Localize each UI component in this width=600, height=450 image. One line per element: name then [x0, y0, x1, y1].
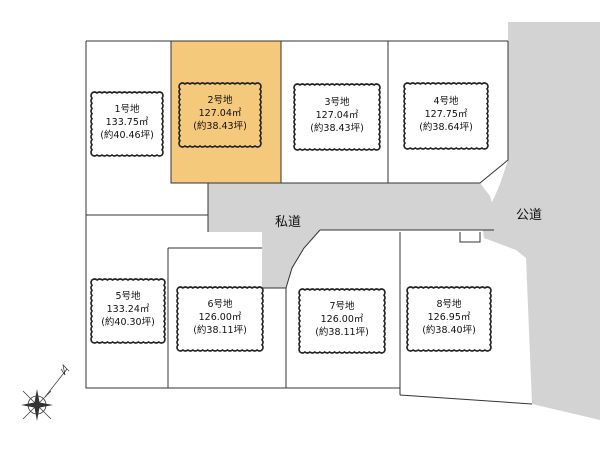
lot-label-1: 1号地 133.75㎡(約40.46坪) — [90, 91, 164, 157]
lot-label-outline — [176, 286, 264, 352]
lot-name: 3号地 — [324, 96, 350, 108]
lot-label-outline — [298, 288, 386, 354]
private-road-label: 私道 — [275, 215, 301, 230]
lot-label-outline — [178, 82, 262, 148]
lot-area: 133.24㎡ — [107, 304, 150, 315]
lot-label-7: 7号地 126.00㎡(約38.11坪) — [298, 288, 386, 354]
lot-tsubo: (約40.46坪) — [100, 129, 154, 141]
lot-label-5: 5号地 133.24㎡(約40.30坪) — [90, 278, 166, 344]
lot-name: 6号地 — [207, 298, 233, 310]
lot-boundaries — [85, 40, 533, 405]
lot-tsubo: (約40.30坪) — [101, 316, 155, 328]
lot-area: 126.95㎡ — [428, 312, 471, 323]
lot-label-4: 4号地 127.75㎡(約38.64坪) — [403, 82, 489, 150]
lot-tsubo: (約38.11坪) — [193, 324, 247, 336]
lot-name: 2号地 — [207, 94, 233, 106]
lot-name: 8号地 — [436, 298, 462, 310]
lot-area: 133.75㎡ — [106, 117, 149, 128]
lot-area: 127.04㎡ — [316, 110, 359, 121]
public-road — [482, 22, 600, 420]
lot-area: 126.00㎡ — [199, 312, 242, 323]
lot-label-3: 3号地 127.04㎡(約38.43坪) — [293, 83, 381, 151]
lot-tsubo: (約38.43坪) — [310, 122, 364, 134]
private-road — [208, 183, 494, 288]
lot-area: 127.04㎡ — [199, 108, 242, 119]
lot-label-outline — [293, 83, 381, 151]
lot-label-8: 8号地 126.95㎡(約38.40坪) — [406, 286, 492, 352]
lot-name: 7号地 — [329, 300, 355, 312]
lot-area: 126.00㎡ — [321, 314, 364, 325]
public-road-label: 公道 — [516, 208, 542, 223]
lot-tsubo: (約38.11坪) — [315, 326, 369, 338]
lot-label-outline — [90, 278, 166, 344]
lot-label-outline — [403, 82, 489, 150]
lot-tsubo: (約38.43坪) — [193, 120, 247, 132]
lot-name: 1号地 — [114, 103, 140, 115]
lot-area: 127.75㎡ — [425, 109, 468, 120]
lot-name: 4号地 — [433, 95, 459, 107]
north-arrow-icon — [21, 363, 70, 421]
lot-label-2: 2号地 127.04㎡(約38.43坪) — [178, 82, 262, 148]
lot-label-outline — [406, 286, 492, 352]
lot-name: 5号地 — [115, 290, 141, 302]
lot-label-outline — [90, 91, 164, 157]
lot-tsubo: (約38.64坪) — [419, 121, 473, 133]
lot-tsubo: (約38.40坪) — [422, 324, 476, 336]
lot-label-6: 6号地 126.00㎡(約38.11坪) — [176, 286, 264, 352]
